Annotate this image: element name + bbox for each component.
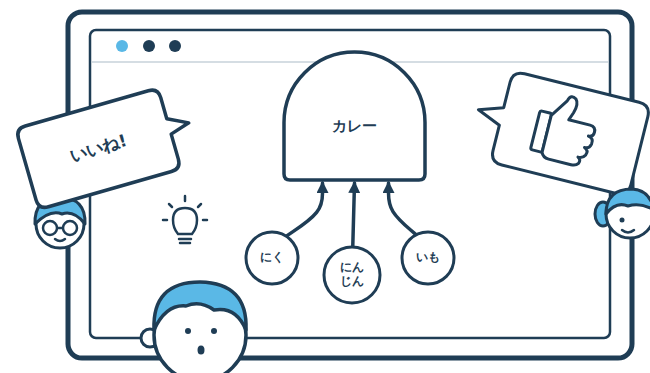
thumbs-up-bubble-part bbox=[467, 65, 650, 196]
ingredient-circle: いも bbox=[400, 230, 456, 286]
ingredient-circle: にく bbox=[244, 230, 300, 286]
lightbulb-part bbox=[179, 238, 191, 241]
bubble-outline bbox=[16, 82, 201, 209]
dome-outline bbox=[284, 52, 425, 180]
lightbulb-part bbox=[169, 204, 172, 207]
ingredient-circle: にん じん bbox=[322, 245, 382, 305]
lightbulb-part bbox=[163, 219, 167, 222]
speech-bubble: いいね! bbox=[13, 80, 203, 212]
person-with-pigtails-part bbox=[606, 189, 650, 214]
lightbulb-part bbox=[203, 219, 207, 222]
browser-window bbox=[68, 12, 632, 358]
edge-group bbox=[287, 183, 415, 246]
boy-head-part bbox=[198, 346, 205, 355]
person-with-pigtails bbox=[595, 189, 650, 238]
lightbulb-part bbox=[173, 208, 197, 234]
person-with-pigtails-part bbox=[620, 218, 625, 223]
circle-outline bbox=[246, 232, 298, 284]
arrow-connector bbox=[389, 183, 416, 234]
thumbs-up-bubble-part bbox=[541, 93, 602, 169]
lightbulb-part bbox=[180, 242, 190, 245]
node-label: にん じん bbox=[338, 261, 366, 289]
boy-head-part bbox=[211, 328, 217, 334]
arrow-connector bbox=[287, 183, 322, 236]
node-label: にく bbox=[260, 251, 284, 265]
browser-window-part bbox=[169, 40, 181, 52]
lightbulb bbox=[163, 196, 207, 243]
arrow-connector bbox=[353, 183, 355, 246]
boy-head bbox=[141, 282, 246, 373]
node-label: カレー bbox=[332, 118, 377, 135]
person-with-pigtails-part bbox=[606, 190, 650, 238]
dome-box: カレー bbox=[282, 50, 427, 182]
lightbulb-part bbox=[198, 204, 201, 207]
circle-outline bbox=[402, 232, 454, 284]
browser-window-part bbox=[116, 40, 128, 52]
boy-head-part bbox=[154, 282, 246, 330]
thumbs-up-bubble bbox=[467, 65, 650, 196]
browser-window-part bbox=[143, 40, 155, 52]
dome-box-outline bbox=[282, 50, 427, 182]
person-with-glasses-part bbox=[55, 239, 65, 241]
node-label: いも bbox=[416, 251, 440, 265]
person-with-pigtails-part bbox=[622, 230, 634, 233]
boy-head-part bbox=[185, 328, 191, 334]
lightbulb-part bbox=[184, 196, 187, 201]
circle-outline bbox=[324, 247, 380, 303]
person-with-glasses-part bbox=[43, 221, 57, 235]
browser-window-part bbox=[68, 12, 632, 358]
person-with-glasses-part bbox=[57, 227, 63, 230]
person-with-glasses-part bbox=[63, 221, 77, 235]
